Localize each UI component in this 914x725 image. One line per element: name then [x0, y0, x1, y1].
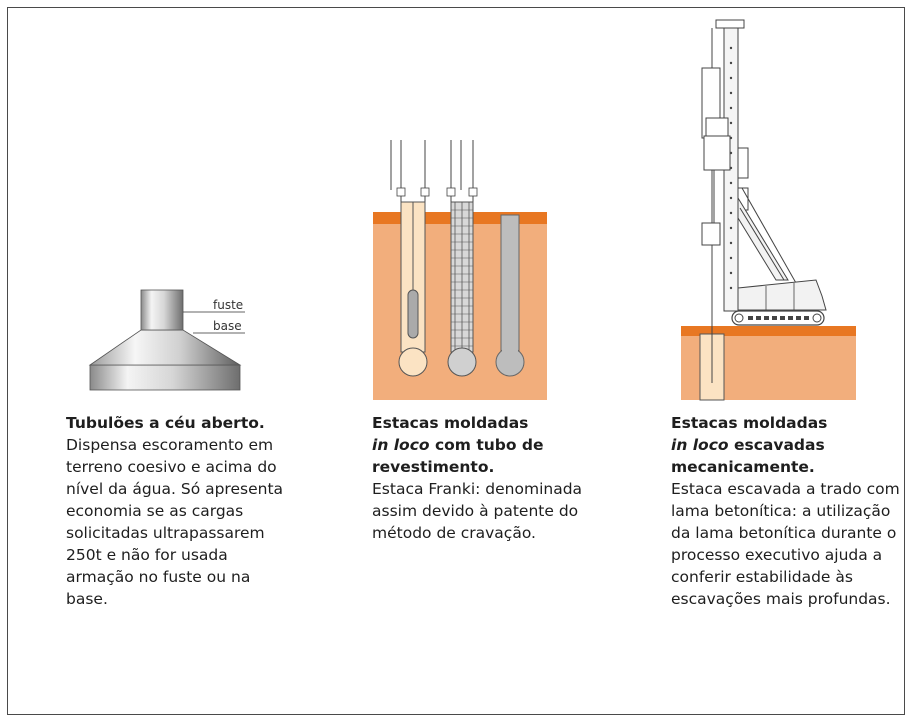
fuste-label: fuste — [213, 298, 243, 312]
rig-body — [737, 279, 827, 311]
fuste-shaft — [140, 289, 184, 331]
pile-3-shaft — [500, 214, 520, 356]
auger-tool — [701, 222, 721, 246]
crawler-tracks — [731, 310, 825, 326]
estacas-escavadas-illustration — [681, 19, 856, 401]
boom-struts — [737, 196, 789, 281]
base-cone — [88, 329, 242, 366]
caption-body: Estaca Franki: denominada assim devido à… — [372, 480, 583, 542]
pile-2-bulb — [447, 347, 477, 377]
estacas-tubo-illustration — [373, 140, 547, 400]
figure-frame — [7, 7, 905, 715]
base-ring — [89, 364, 241, 391]
caption-tubulao: Tubulões a céu aberto. Dispensa escorame… — [66, 412, 291, 610]
caption-body: Estaca escavada a trado com lama betonít… — [671, 480, 900, 608]
tubulao-illustration: fuste base — [88, 289, 245, 391]
pile-1-bulb — [398, 347, 428, 377]
base-label: base — [213, 319, 242, 333]
caption-body: Dispensa escoramento em terreno coesivo … — [66, 436, 284, 608]
topsoil-band — [681, 326, 856, 336]
pile-1-hammer — [407, 289, 419, 339]
caption-title: Tubulões a céu aberto. — [66, 414, 265, 432]
